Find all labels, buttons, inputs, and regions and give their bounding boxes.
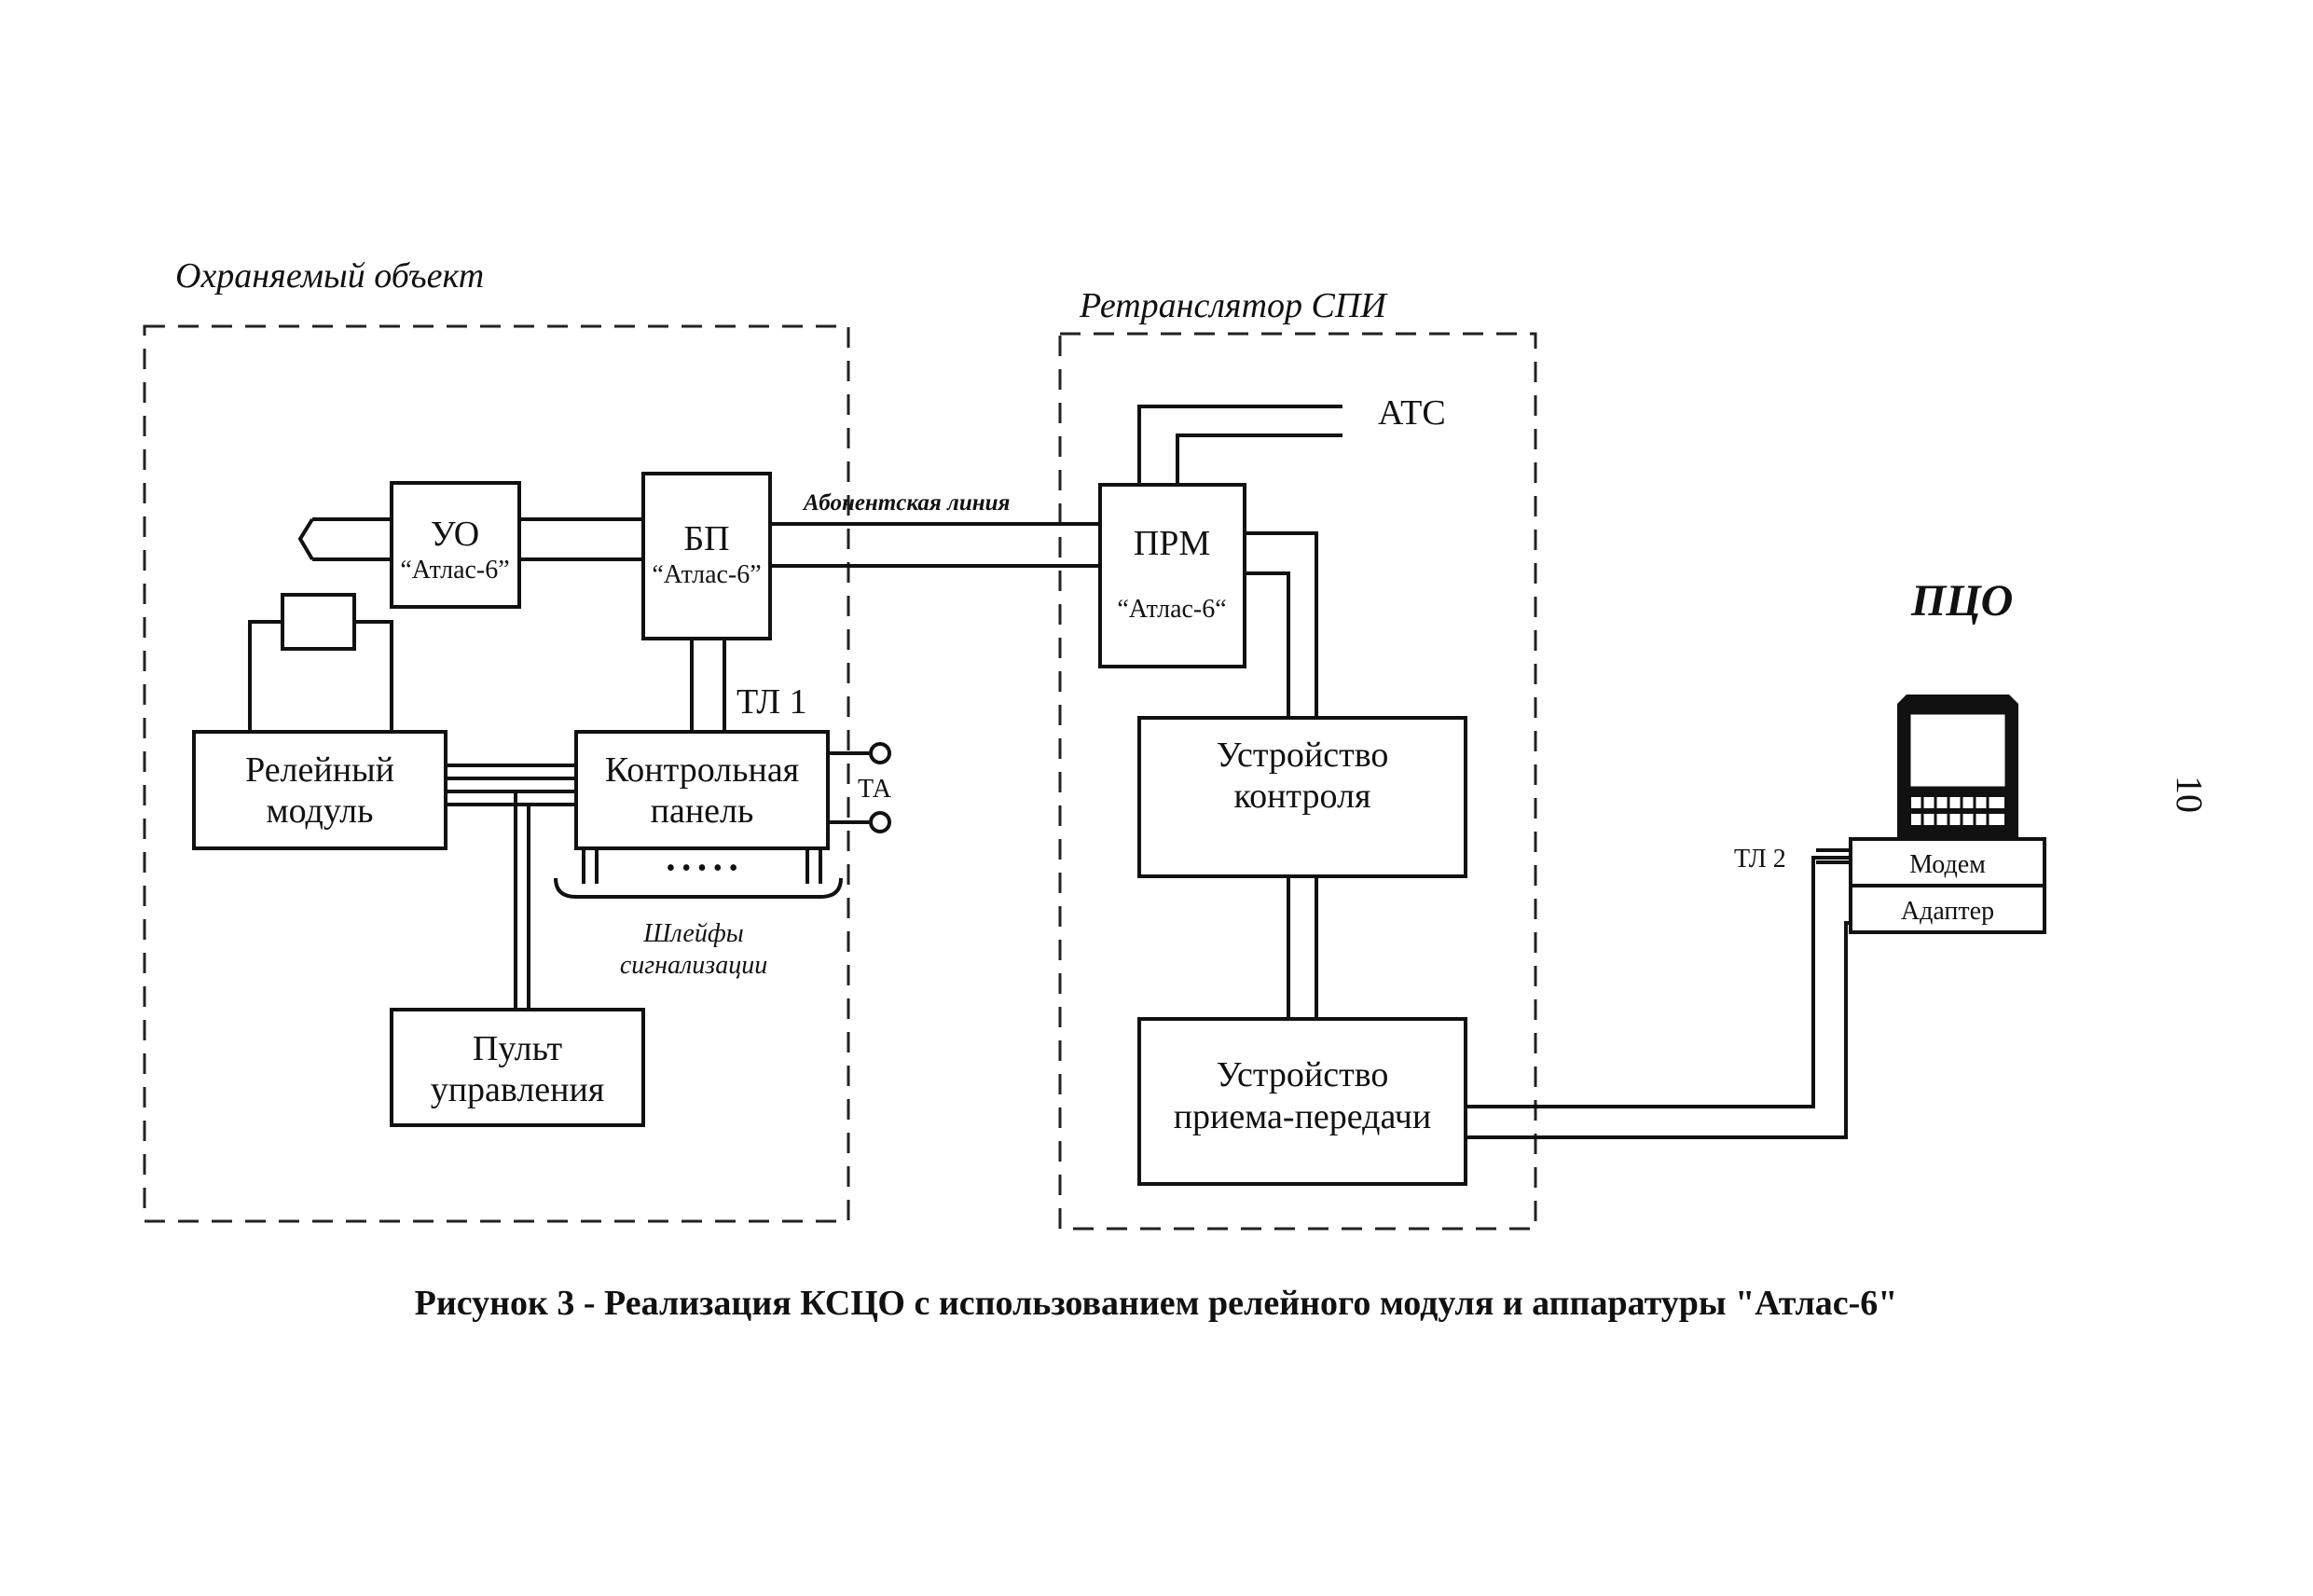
ta-terminal-bottom — [869, 811, 891, 833]
uo-title: УО — [431, 515, 479, 554]
protected-object-frame — [143, 324, 850, 1223]
ta-terminal-top — [869, 742, 891, 764]
wires — [248, 405, 1851, 1139]
relay-module-line1: Релейный — [245, 750, 394, 790]
alarm-loops-label-line1: Шлейфы — [642, 919, 743, 948]
remote-console-block: Пульт управления — [390, 1008, 645, 1127]
remote-console-line2: управления — [431, 1070, 605, 1109]
figure-caption: Рисунок 3 - Реализация КСЦО с использова… — [415, 1284, 1898, 1323]
prm-subtitle: “Атлас-6“ — [1117, 595, 1226, 624]
transceiver-line2: приема-передачи — [1174, 1097, 1432, 1136]
transceiver-block: Устройство приема-передачи — [1137, 1017, 1467, 1186]
repeater-frame — [1058, 332, 1537, 1231]
alarm-loops-label-line2: сигнализации — [620, 951, 767, 980]
tl1-label: ТЛ 1 — [737, 682, 807, 722]
control-device-line2: контроля — [1234, 777, 1371, 816]
control-panel-block: Контрольная панель — [574, 730, 830, 850]
repeater-label: Ретранслятор СПИ — [1079, 286, 1388, 325]
control-panel-line1: Контрольная — [605, 750, 799, 790]
alarm-loops-dots: • • • • • — [666, 854, 737, 883]
computer-icon — [1897, 695, 2018, 839]
tl2-label: ТЛ 2 — [1734, 845, 1786, 874]
relay-module-block: Релейный модуль — [192, 730, 447, 850]
bp-block: БП “Атлас-6” — [641, 472, 772, 640]
prm-block: ПРМ “Атлас-6“ — [1098, 483, 1246, 668]
prm-title: ПРМ — [1134, 524, 1210, 563]
sensor-box — [281, 593, 356, 651]
ats-label: АТС — [1378, 393, 1446, 433]
remote-console-line1: Пульт — [473, 1029, 563, 1068]
bp-subtitle: “Атлас-6” — [652, 560, 761, 589]
modem-label: Модем — [1909, 850, 1986, 879]
control-panel-line2: панель — [651, 791, 754, 831]
modem-block: Модем — [1849, 837, 2046, 887]
subscriber-line-label: Абонентская линия — [802, 490, 1011, 516]
protected-object-label: Охраняемый объект — [175, 256, 484, 296]
uo-subtitle: “Атлас-6” — [400, 556, 509, 585]
ta-label: ТА — [858, 775, 892, 804]
transceiver-line1: Устройство — [1217, 1055, 1389, 1094]
page-number: 10 — [2168, 776, 2210, 813]
control-device-block: Устройство контроля — [1137, 716, 1467, 878]
monitoring-center-label: ПЦО — [1910, 576, 2013, 626]
adapter-label: Адаптер — [1901, 897, 1994, 926]
control-device-line1: Устройство — [1217, 736, 1389, 775]
adapter-block: Адаптер — [1849, 884, 2046, 934]
bp-title: БП — [683, 519, 729, 558]
uo-block: УО “Атлас-6” — [390, 481, 521, 609]
relay-module-line2: модуль — [267, 791, 374, 831]
